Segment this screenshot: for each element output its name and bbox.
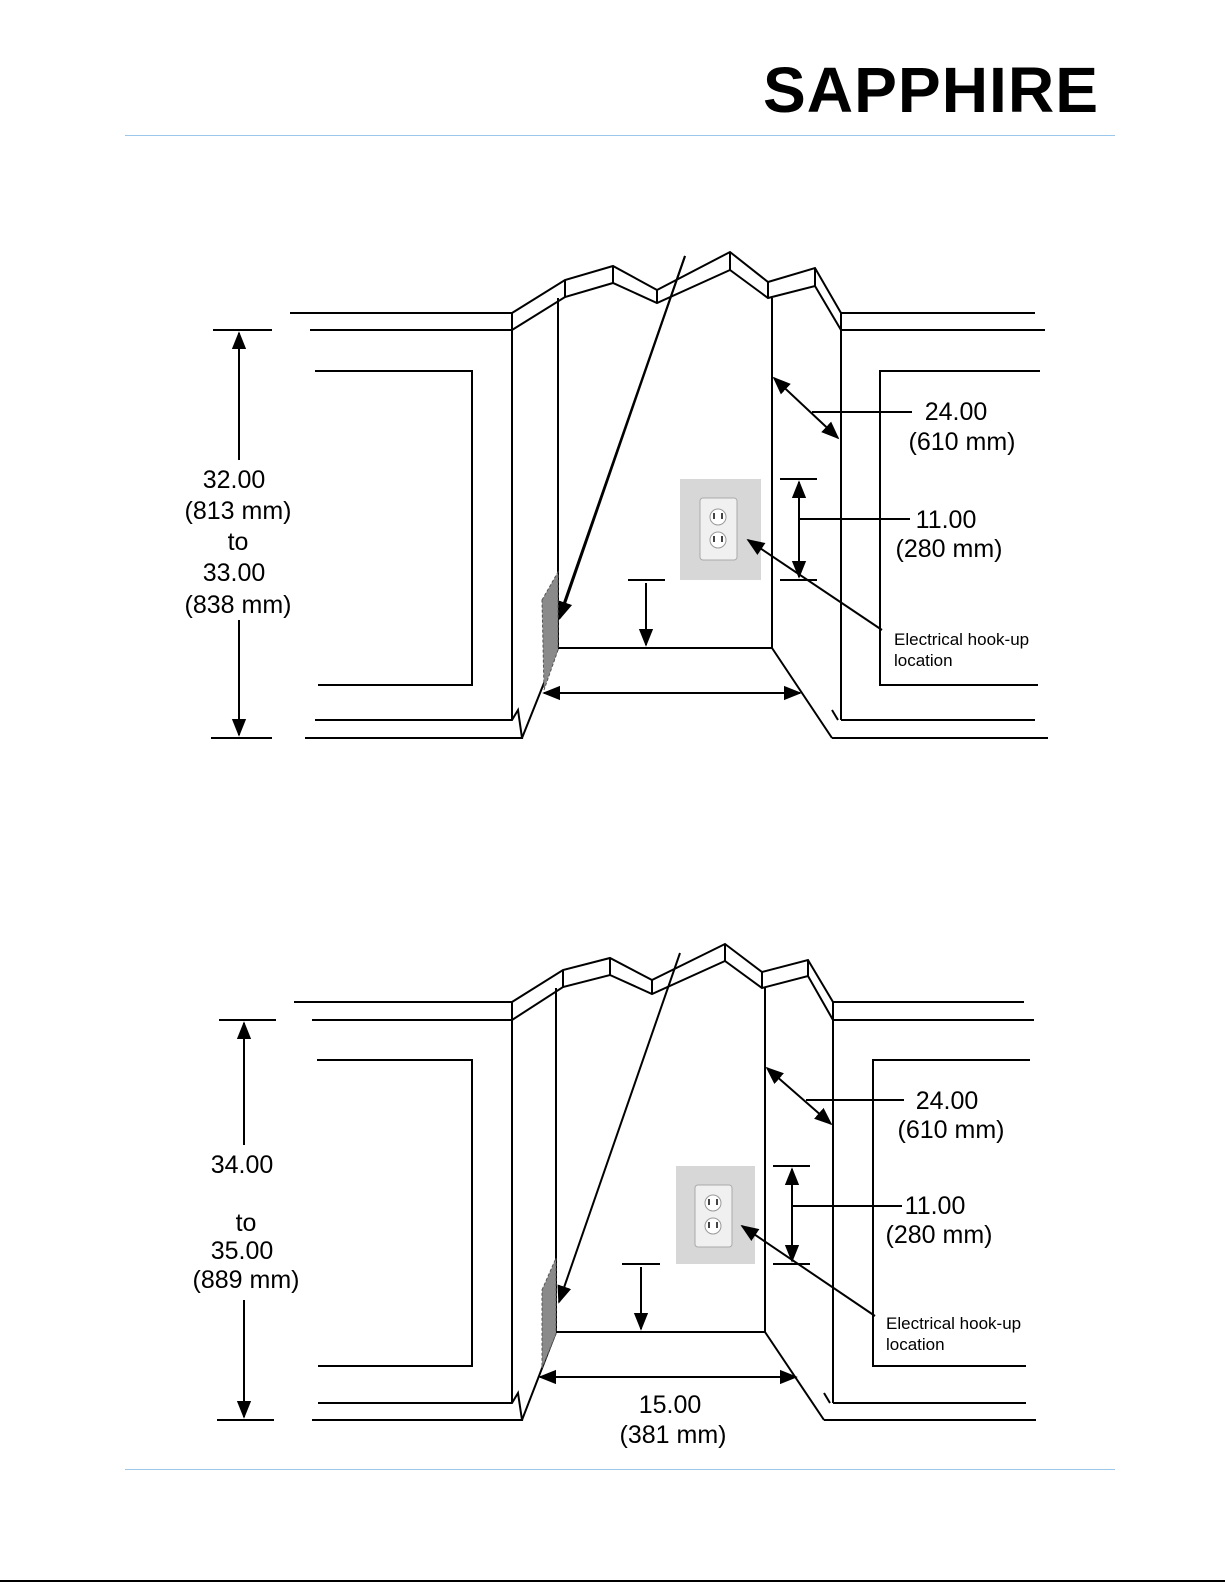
outlet-floor-dimension-bottom (622, 1264, 660, 1329)
width-value-label-bottom: 15.00 (639, 1391, 702, 1419)
electrical-outlet-bottom (676, 1166, 755, 1264)
pipe-arrow-bottom (559, 953, 680, 1302)
outlet-height-dimension-bottom (773, 1166, 902, 1264)
height-to-label-bottom: to (236, 1209, 257, 1237)
outlet-mm-label-bottom: (280 mm) (886, 1221, 993, 1249)
callout-line2-bottom: location (886, 1335, 945, 1354)
depth-dimension-bottom (767, 1068, 904, 1124)
callout-arrow-bottom (742, 1226, 875, 1316)
width-mm-label-bottom: (381 mm) (620, 1421, 727, 1449)
height-mm-2-label-bottom: (889 mm) (193, 1266, 300, 1294)
height-value-2-label-bottom: 35.00 (211, 1237, 274, 1265)
outlet-value-label-bottom: 11.00 (905, 1192, 966, 1220)
page-bottom-border (0, 1580, 1225, 1582)
footer-rule (125, 1469, 1115, 1470)
callout-line1-bottom: Electrical hook-up (886, 1314, 1021, 1333)
depth-value-label-bottom: 24.00 (916, 1087, 979, 1115)
depth-mm-label-bottom: (610 mm) (898, 1116, 1005, 1144)
height-value-label-bottom: 34.00 (211, 1151, 274, 1179)
